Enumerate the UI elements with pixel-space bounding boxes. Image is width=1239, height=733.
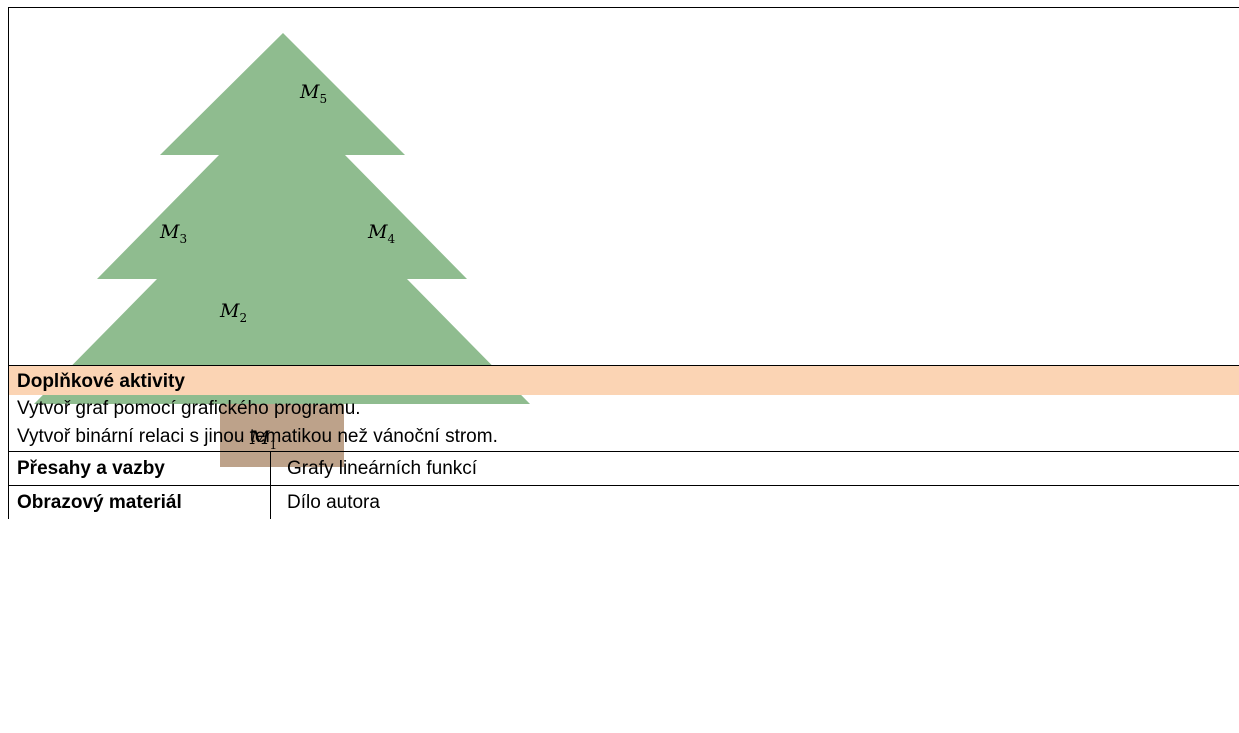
column-divider — [270, 452, 271, 485]
extras-line-row: Vytvoř binární relaci s jinou tematikou … — [8, 423, 1239, 451]
tree-trunk — [220, 404, 344, 467]
tree-foliage — [34, 33, 530, 404]
extras-line-2: Vytvoř binární relaci s jinou tematikou … — [17, 426, 498, 447]
label-m2: M2 — [219, 300, 247, 325]
extras-line-1: Vytvoř graf pomocí grafického programu. — [17, 398, 361, 419]
label-m3: M3 — [159, 221, 187, 246]
meta-row-image-material: Obrazový materiál Dílo autora — [8, 485, 1239, 519]
figure-cell — [8, 7, 1239, 365]
meta-key-image-material: Obrazový materiál — [17, 492, 182, 513]
meta-value-overlaps: Grafy lineárních funkcí — [287, 458, 478, 479]
extras-heading: Doplňkové aktivity — [17, 371, 185, 392]
extras-heading-row: Doplňkové aktivity — [8, 365, 1239, 395]
meta-row-overlaps: Přesahy a vazby Grafy lineárních funkcí — [8, 451, 1239, 485]
meta-key-overlaps: Přesahy a vazby — [17, 458, 165, 479]
column-divider — [270, 486, 271, 519]
extras-line-row: Vytvoř graf pomocí grafického programu. — [8, 395, 1239, 423]
label-m4: M4 — [367, 221, 395, 246]
label-m5: M5 — [299, 81, 327, 106]
label-m1: M1 — [249, 427, 277, 452]
meta-value-image-material: Dílo autora — [287, 492, 380, 513]
